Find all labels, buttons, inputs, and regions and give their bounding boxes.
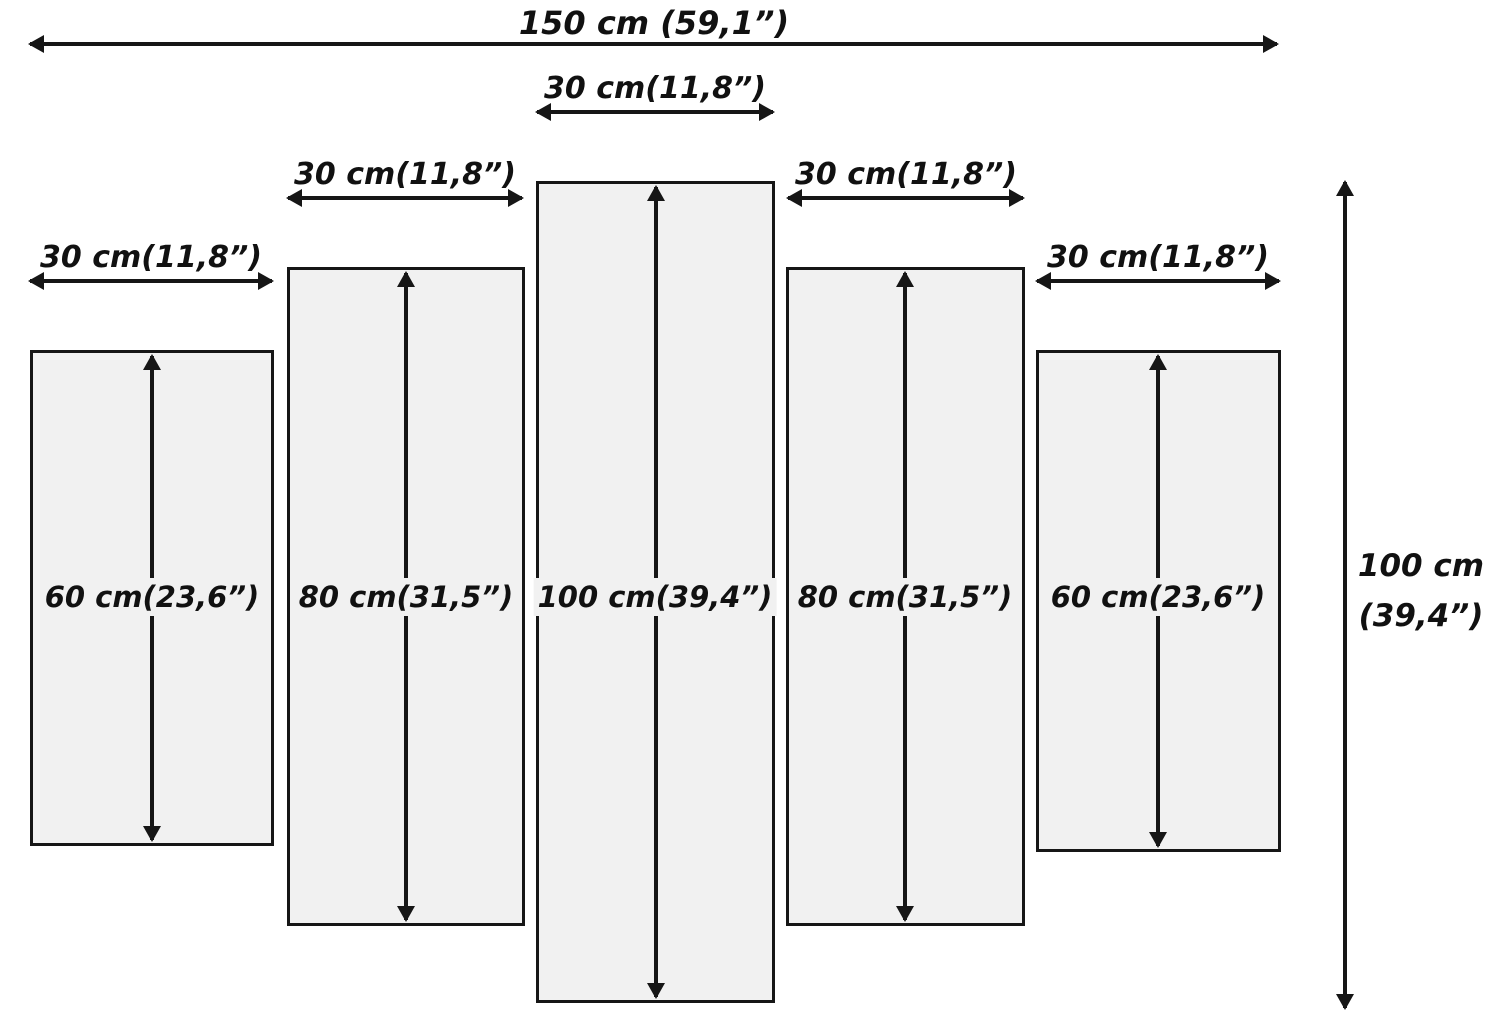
panel-1-width-label: 30 cm(11,8”) (40, 240, 262, 275)
arrowhead-down-icon (896, 906, 914, 922)
arrowhead-left-icon (786, 189, 802, 207)
panel-4-height-label: 80 cm(31,5”) (793, 578, 1017, 616)
arrowhead-up-icon (647, 185, 665, 201)
total-height-label-line1: 100 cm (1357, 548, 1485, 584)
arrowhead-right-icon (258, 272, 274, 290)
arrowhead-down-icon (1336, 994, 1354, 1010)
total-height-label-line2: (39,4”) (1358, 598, 1484, 634)
panel-5-width-label: 30 cm(11,8”) (1047, 240, 1269, 275)
panel-5-width-arrow (1035, 272, 1281, 290)
arrowhead-left-icon (28, 272, 44, 290)
panel-1-width-arrow (28, 272, 274, 290)
panel-1-height-label: 60 cm(23,6”) (40, 578, 264, 616)
arrowhead-down-icon (647, 983, 665, 999)
arrowhead-up-icon (1336, 180, 1354, 196)
arrowhead-right-icon (759, 103, 775, 121)
panel-3-width-label: 30 cm(11,8”) (544, 71, 766, 106)
total-width-arrow (28, 35, 1279, 53)
panel-2-width-label: 30 cm(11,8”) (294, 157, 516, 192)
panel-2-width-arrow (286, 189, 524, 207)
panel-5-height-label: 60 cm(23,6”) (1046, 578, 1270, 616)
arrowhead-left-icon (286, 189, 302, 207)
arrowhead-down-icon (143, 826, 161, 842)
arrowhead-down-icon (397, 906, 415, 922)
arrowhead-up-icon (896, 271, 914, 287)
panel-4-width-label: 30 cm(11,8”) (795, 157, 1017, 192)
total-width-label: 150 cm (59,1”) (518, 4, 790, 42)
arrowhead-left-icon (28, 35, 44, 53)
panel-4-width-arrow (786, 189, 1025, 207)
arrowhead-down-icon (1149, 832, 1167, 848)
panel-2-height-label: 80 cm(31,5”) (294, 578, 518, 616)
arrowhead-up-icon (397, 271, 415, 287)
arrowhead-up-icon (1149, 354, 1167, 370)
arrowhead-right-icon (1263, 35, 1279, 53)
arrowhead-left-icon (535, 103, 551, 121)
panel-3-height-label: 100 cm(39,4”) (533, 578, 777, 616)
arrowhead-right-icon (508, 189, 524, 207)
arrowhead-right-icon (1009, 189, 1025, 207)
total-height-arrow (1336, 180, 1354, 1010)
arrowhead-up-icon (143, 354, 161, 370)
arrowhead-right-icon (1265, 272, 1281, 290)
arrowhead-left-icon (1035, 272, 1051, 290)
panel-3-width-arrow (535, 103, 775, 121)
